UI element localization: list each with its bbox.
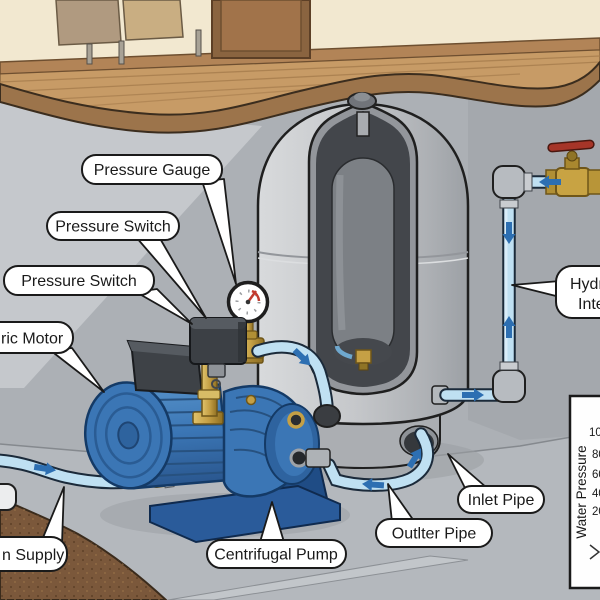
switch-wire-loop	[211, 379, 221, 389]
pump-port-top	[287, 411, 305, 429]
outlet-pipe	[322, 427, 435, 492]
callout-pressure-switch-lower: Pressure Switch	[3, 265, 193, 325]
bladder-highlight	[335, 174, 346, 331]
chart-tick: 40	[592, 488, 600, 500]
callout-label: Pressure Gauge	[94, 162, 211, 179]
callout-label: n Supply	[2, 547, 64, 564]
brass-coupling	[197, 389, 221, 400]
air-valve-stub	[356, 111, 370, 137]
riser-plumbing	[431, 139, 600, 405]
callout-inlet-pipe: Inlet Pipe	[447, 453, 545, 514]
pressure-switch	[189, 317, 247, 389]
elbow-bottom	[492, 369, 526, 403]
callout-hydro: Hydro Inte	[511, 265, 600, 319]
elbow-top	[492, 165, 526, 199]
dirt-ground	[0, 496, 168, 600]
chart-curve-fragment	[589, 544, 600, 560]
table-furniture	[55, 0, 202, 65]
door	[211, 0, 311, 59]
pump-head	[222, 384, 331, 498]
vent-plug	[245, 394, 257, 406]
callout-pressure-gauge: Pressure Gauge	[81, 154, 237, 285]
callout-label: Inlet Pipe	[468, 492, 535, 509]
callout-pressure-switch-upper: Pressure Switch	[46, 211, 207, 319]
callout-electric-motor: ric Motor	[0, 321, 105, 393]
callout-label: Outlter Pipe	[392, 526, 477, 543]
pump-port-outlet	[289, 448, 309, 468]
callout-main-supply: n Supply	[0, 486, 68, 572]
pipe-collar	[499, 361, 519, 371]
callouts: Pressure Gauge Pressure Switch Pressure …	[0, 154, 600, 572]
basement-wall-shade	[468, 52, 600, 440]
switch-top	[190, 318, 246, 329]
switch-clamp	[207, 363, 226, 378]
pressure-gauge	[226, 280, 270, 340]
gauge-red-zone	[251, 289, 261, 302]
cutaway-dirt-band	[0, 60, 600, 134]
callout-label: Centrifugal Pump	[214, 547, 338, 564]
callout-label: Inte	[578, 296, 600, 313]
callout-label: Pressure Switch	[21, 273, 137, 290]
callout-outlet-pipe: Outlter Pipe	[375, 483, 493, 548]
water-glint	[334, 345, 353, 360]
valve-handle	[547, 139, 595, 153]
outlet-port-fitting	[305, 448, 331, 468]
chart-tick: 60	[592, 469, 600, 481]
chart-tick: 100	[589, 427, 600, 439]
pipe-collar	[499, 199, 519, 209]
upstairs-room	[0, 0, 600, 134]
gauge-switch-assembly	[189, 280, 341, 428]
callout-centrifugal-pump: Centrifugal Pump	[206, 501, 347, 569]
tank-cutaway	[307, 101, 419, 396]
pipe-fitting-cutoff	[0, 483, 17, 511]
pump-to-tank-pipe	[253, 342, 332, 415]
bladder-fitting-tip	[358, 362, 369, 371]
callout-label: Pressure Switch	[55, 219, 171, 236]
bladder-fitting	[355, 349, 372, 364]
pipe-collar	[523, 172, 533, 192]
chart-panel: Water Pressure 100 80 60 40 20	[568, 394, 600, 590]
slab-edge	[167, 555, 469, 600]
chart-ylabel: Water Pressure	[574, 445, 589, 538]
pump-base-plate	[149, 484, 341, 544]
tank-base-hole-left	[313, 404, 341, 428]
tank-top-cap	[347, 92, 377, 110]
callout-label: Hydro	[570, 276, 600, 293]
chart-tick: 80	[592, 449, 600, 461]
chart-tick: 20	[592, 506, 600, 518]
callout-label: ric Motor	[1, 331, 64, 348]
